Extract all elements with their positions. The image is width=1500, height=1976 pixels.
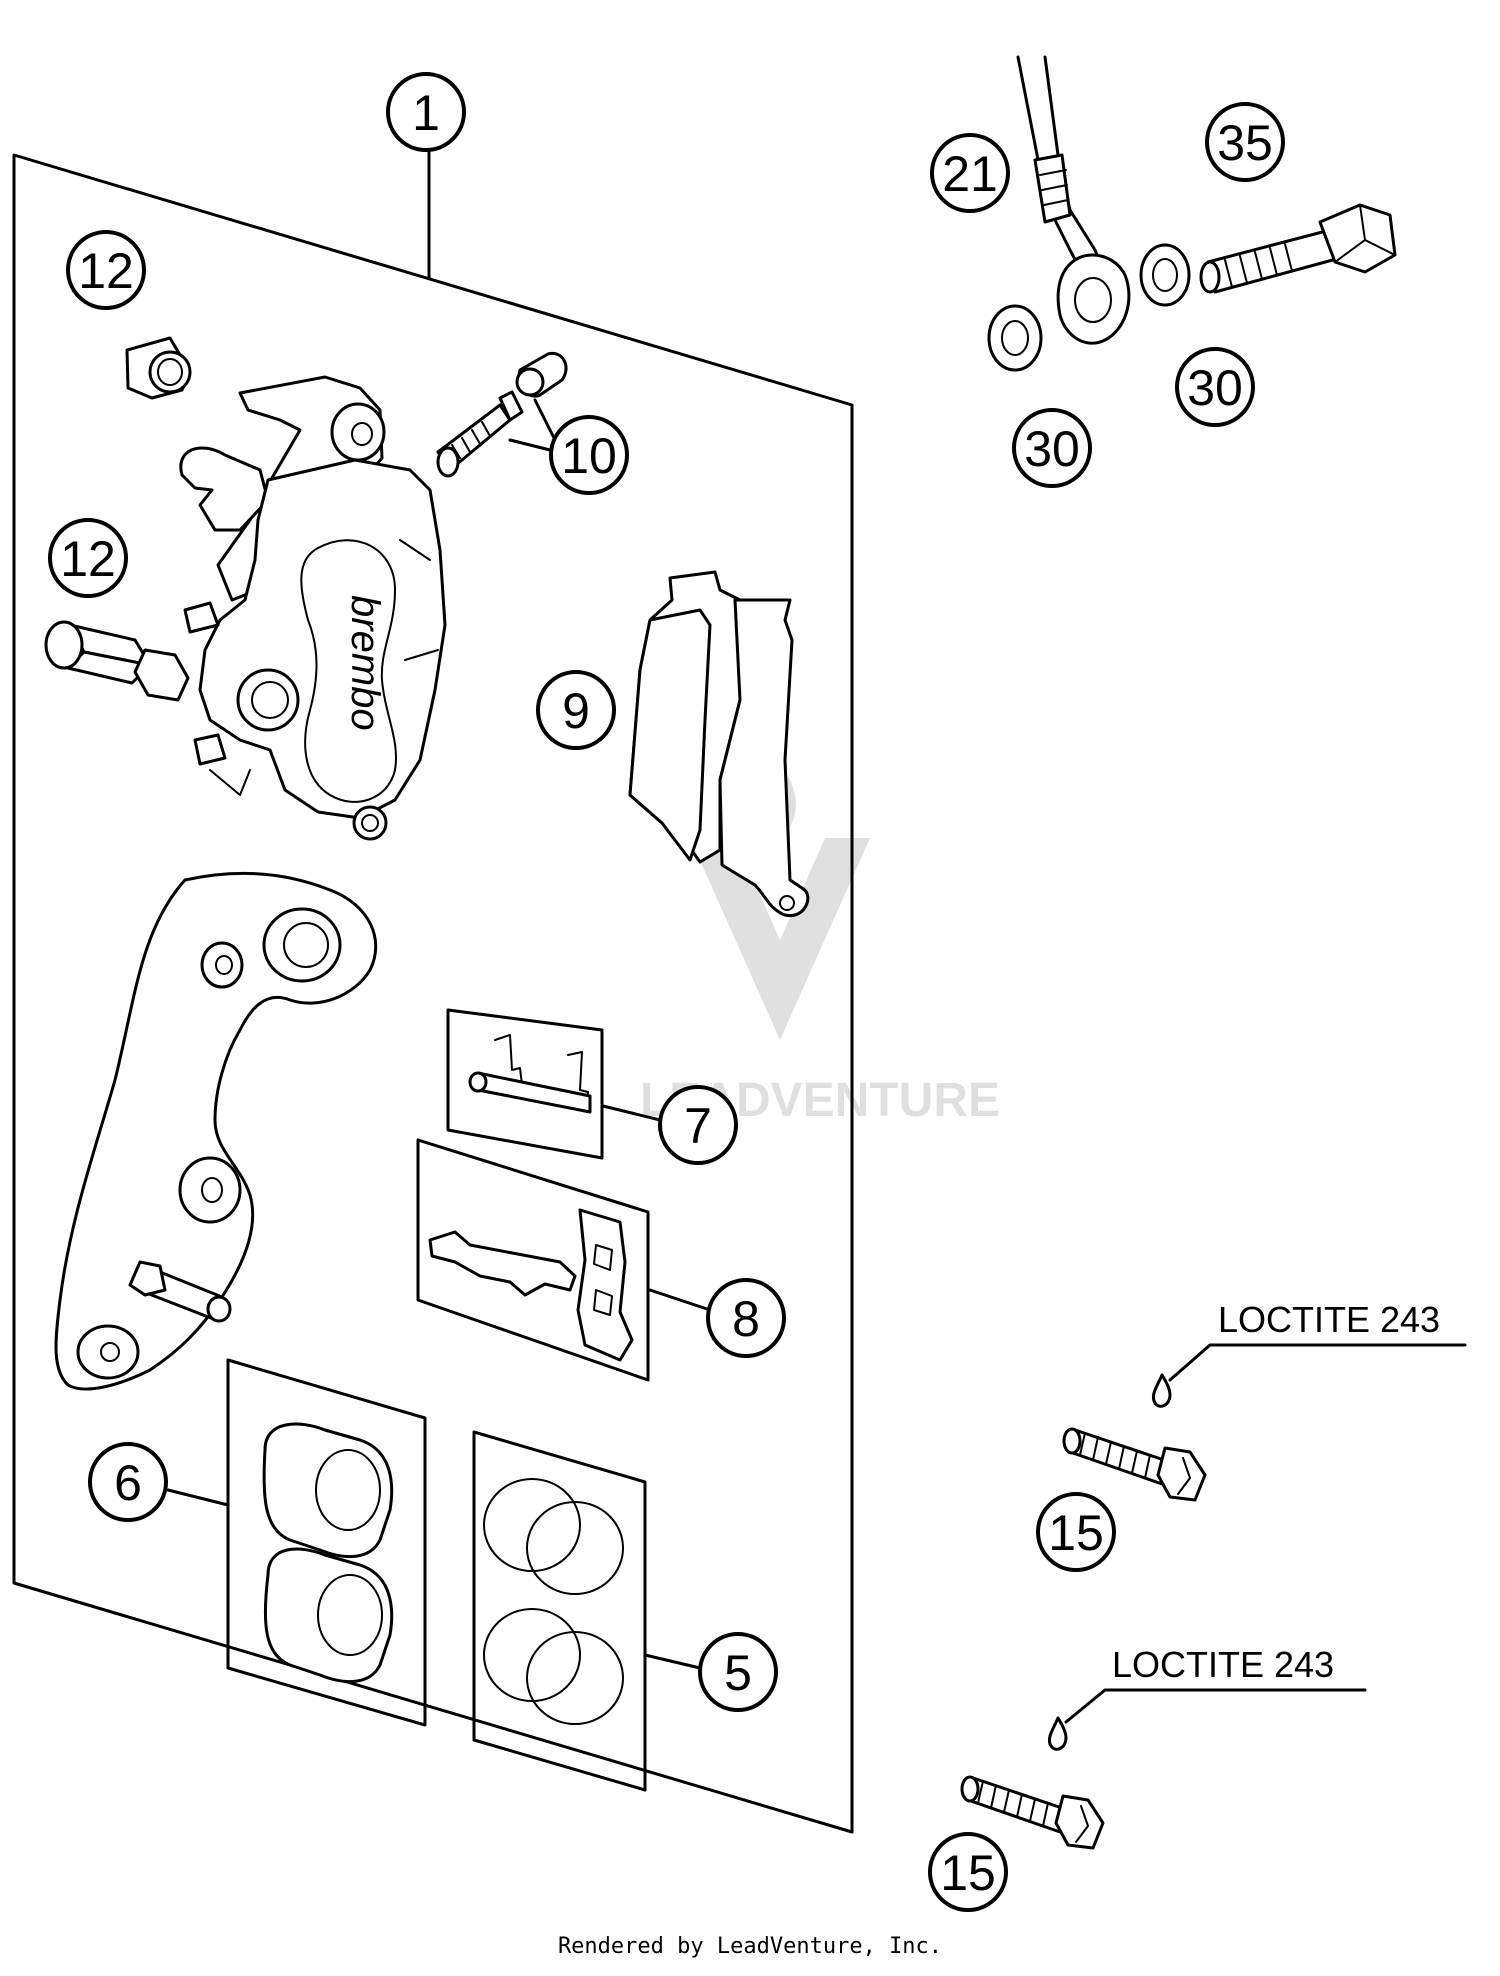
footer-credit: Rendered by LeadVenture, Inc.: [557, 1934, 943, 1959]
svg-text:15: 15: [940, 1845, 996, 1901]
callout-21: 21: [930, 133, 1010, 213]
callout-1: 1: [386, 72, 466, 152]
banjo-washer: [1139, 243, 1191, 307]
brake-pads: [628, 570, 810, 918]
svg-text:10: 10: [561, 428, 617, 484]
caliper-mounting-screw: [1062, 1373, 1207, 1502]
pad-spring-kit: [416, 1138, 650, 1382]
leader-lines: [166, 398, 1467, 1724]
callout-30-left: 30: [1012, 408, 1092, 488]
svg-text:21: 21: [942, 146, 998, 202]
svg-text:1: 1: [412, 85, 440, 141]
svg-text:30: 30: [1187, 360, 1243, 416]
svg-text:12: 12: [78, 243, 134, 299]
callout-8: 8: [706, 1278, 786, 1358]
callout-12-bolt: 12: [48, 518, 128, 598]
loctite-note-lower: LOCTITE 243: [1112, 1644, 1334, 1685]
svg-text:30: 30: [1024, 421, 1080, 477]
svg-text:12: 12: [60, 531, 116, 587]
caliper-brand-text: brembo: [343, 595, 387, 731]
callout-9: 9: [536, 670, 616, 750]
callout-5: 5: [698, 1632, 778, 1712]
banjo-washer: [987, 304, 1043, 372]
svg-text:9: 9: [562, 683, 590, 739]
banjo-bolt: [1199, 203, 1397, 294]
bleeder-valve: [436, 351, 568, 478]
svg-text:6: 6: [114, 1455, 142, 1511]
kit-plate: [12, 153, 854, 1834]
pin-kit: [446, 1008, 604, 1160]
brake-caliper: brembo: [179, 375, 447, 841]
callout-15-lower: 15: [928, 1832, 1008, 1912]
callout-10: 10: [549, 415, 629, 495]
svg-text:15: 15: [1048, 1505, 1104, 1561]
brake-line: [1016, 55, 1131, 345]
callout-12-bushing: 12: [66, 230, 146, 310]
loctite-note-upper: LOCTITE 243: [1218, 1299, 1440, 1340]
svg-text:8: 8: [732, 1291, 760, 1347]
callout-35: 35: [1205, 102, 1285, 182]
callout-6: 6: [88, 1442, 168, 1522]
svg-text:5: 5: [724, 1645, 752, 1701]
caliper-mounting-screw: [960, 1716, 1105, 1850]
callout-15-upper: 15: [1036, 1492, 1116, 1572]
seal-kit: [472, 1430, 647, 1792]
svg-text:7: 7: [684, 1098, 712, 1154]
svg-text:35: 35: [1217, 115, 1273, 171]
piston-kit: [226, 1358, 427, 1727]
caliper-bolt: [44, 620, 190, 702]
callout-7: 7: [658, 1085, 738, 1165]
caliper-support-bracket: [54, 871, 378, 1391]
callout-30-right: 30: [1175, 347, 1255, 427]
caliper-bushing: [125, 336, 192, 400]
